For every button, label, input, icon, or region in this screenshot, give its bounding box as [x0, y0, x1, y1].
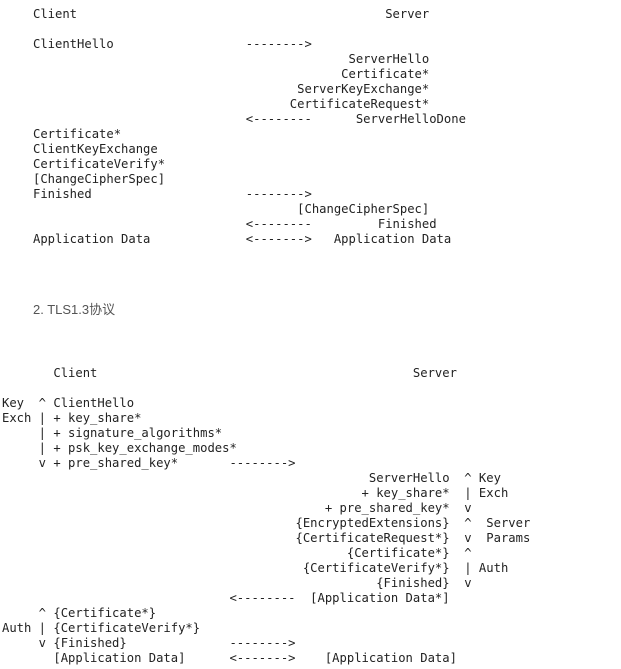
diagram-line: Certificate*	[33, 67, 430, 81]
diagram-line: <-------- ServerHelloDone	[33, 112, 466, 126]
diagram-line: Auth | {CertificateVerify*}	[2, 621, 201, 635]
diagram-line: {CertificateVerify*} | Auth	[2, 561, 509, 575]
diagram-line	[33, 22, 466, 37]
diagram-line: + key_share* | Exch	[2, 486, 509, 500]
diagram-line: v {Finished} -------->	[2, 636, 296, 650]
diagram-line: {EncryptedExtensions} ^ Server	[2, 516, 531, 530]
diagram-line: ServerHello	[33, 52, 430, 66]
diagram-line: Client Server	[2, 366, 457, 380]
diagram-line: Exch | + key_share*	[2, 411, 142, 425]
diagram-line: [Application Data] <-------> [Applicatio…	[2, 651, 457, 665]
diagram-line: Certificate*	[33, 127, 122, 141]
diagram-line: ServerHello ^ Key	[2, 471, 501, 485]
diagram-line: Application Data <-------> Application D…	[33, 232, 452, 246]
diagram-line: ServerKeyExchange*	[33, 82, 430, 96]
diagram-line: ClientHello -------->	[33, 37, 312, 51]
diagram-line: <-------- Finished	[33, 217, 437, 231]
diagram-line: {Finished} v	[2, 576, 472, 590]
diagram-line: | + signature_algorithms*	[2, 426, 223, 440]
diagram-line: Finished -------->	[33, 187, 312, 201]
diagram-line: {CertificateRequest*} v Params	[2, 531, 531, 545]
diagram-line: | + psk_key_exchange_modes*	[2, 441, 237, 455]
diagram-line	[2, 381, 530, 396]
diagram-line: + pre_shared_key* v	[2, 501, 472, 515]
diagram-line: Client Server	[33, 7, 430, 21]
diagram-line: [ChangeCipherSpec]	[33, 202, 430, 216]
diagram-line: CertificateVerify*	[33, 157, 166, 171]
diagram-line: <-------- [Application Data*]	[2, 591, 450, 605]
diagram-line: {Certificate*} ^	[2, 546, 472, 560]
diagram-line: Key ^ ClientHello	[2, 396, 135, 410]
diagram-line: CertificateRequest*	[33, 97, 430, 111]
section-heading: 2. TLS1.3协议	[33, 302, 116, 317]
diagram-line: [ChangeCipherSpec]	[33, 172, 166, 186]
diagram-line: ClientKeyExchange	[33, 142, 158, 156]
diagram-line: ^ {Certificate*}	[2, 606, 157, 620]
diagram-line: v + pre_shared_key* -------->	[2, 456, 296, 470]
